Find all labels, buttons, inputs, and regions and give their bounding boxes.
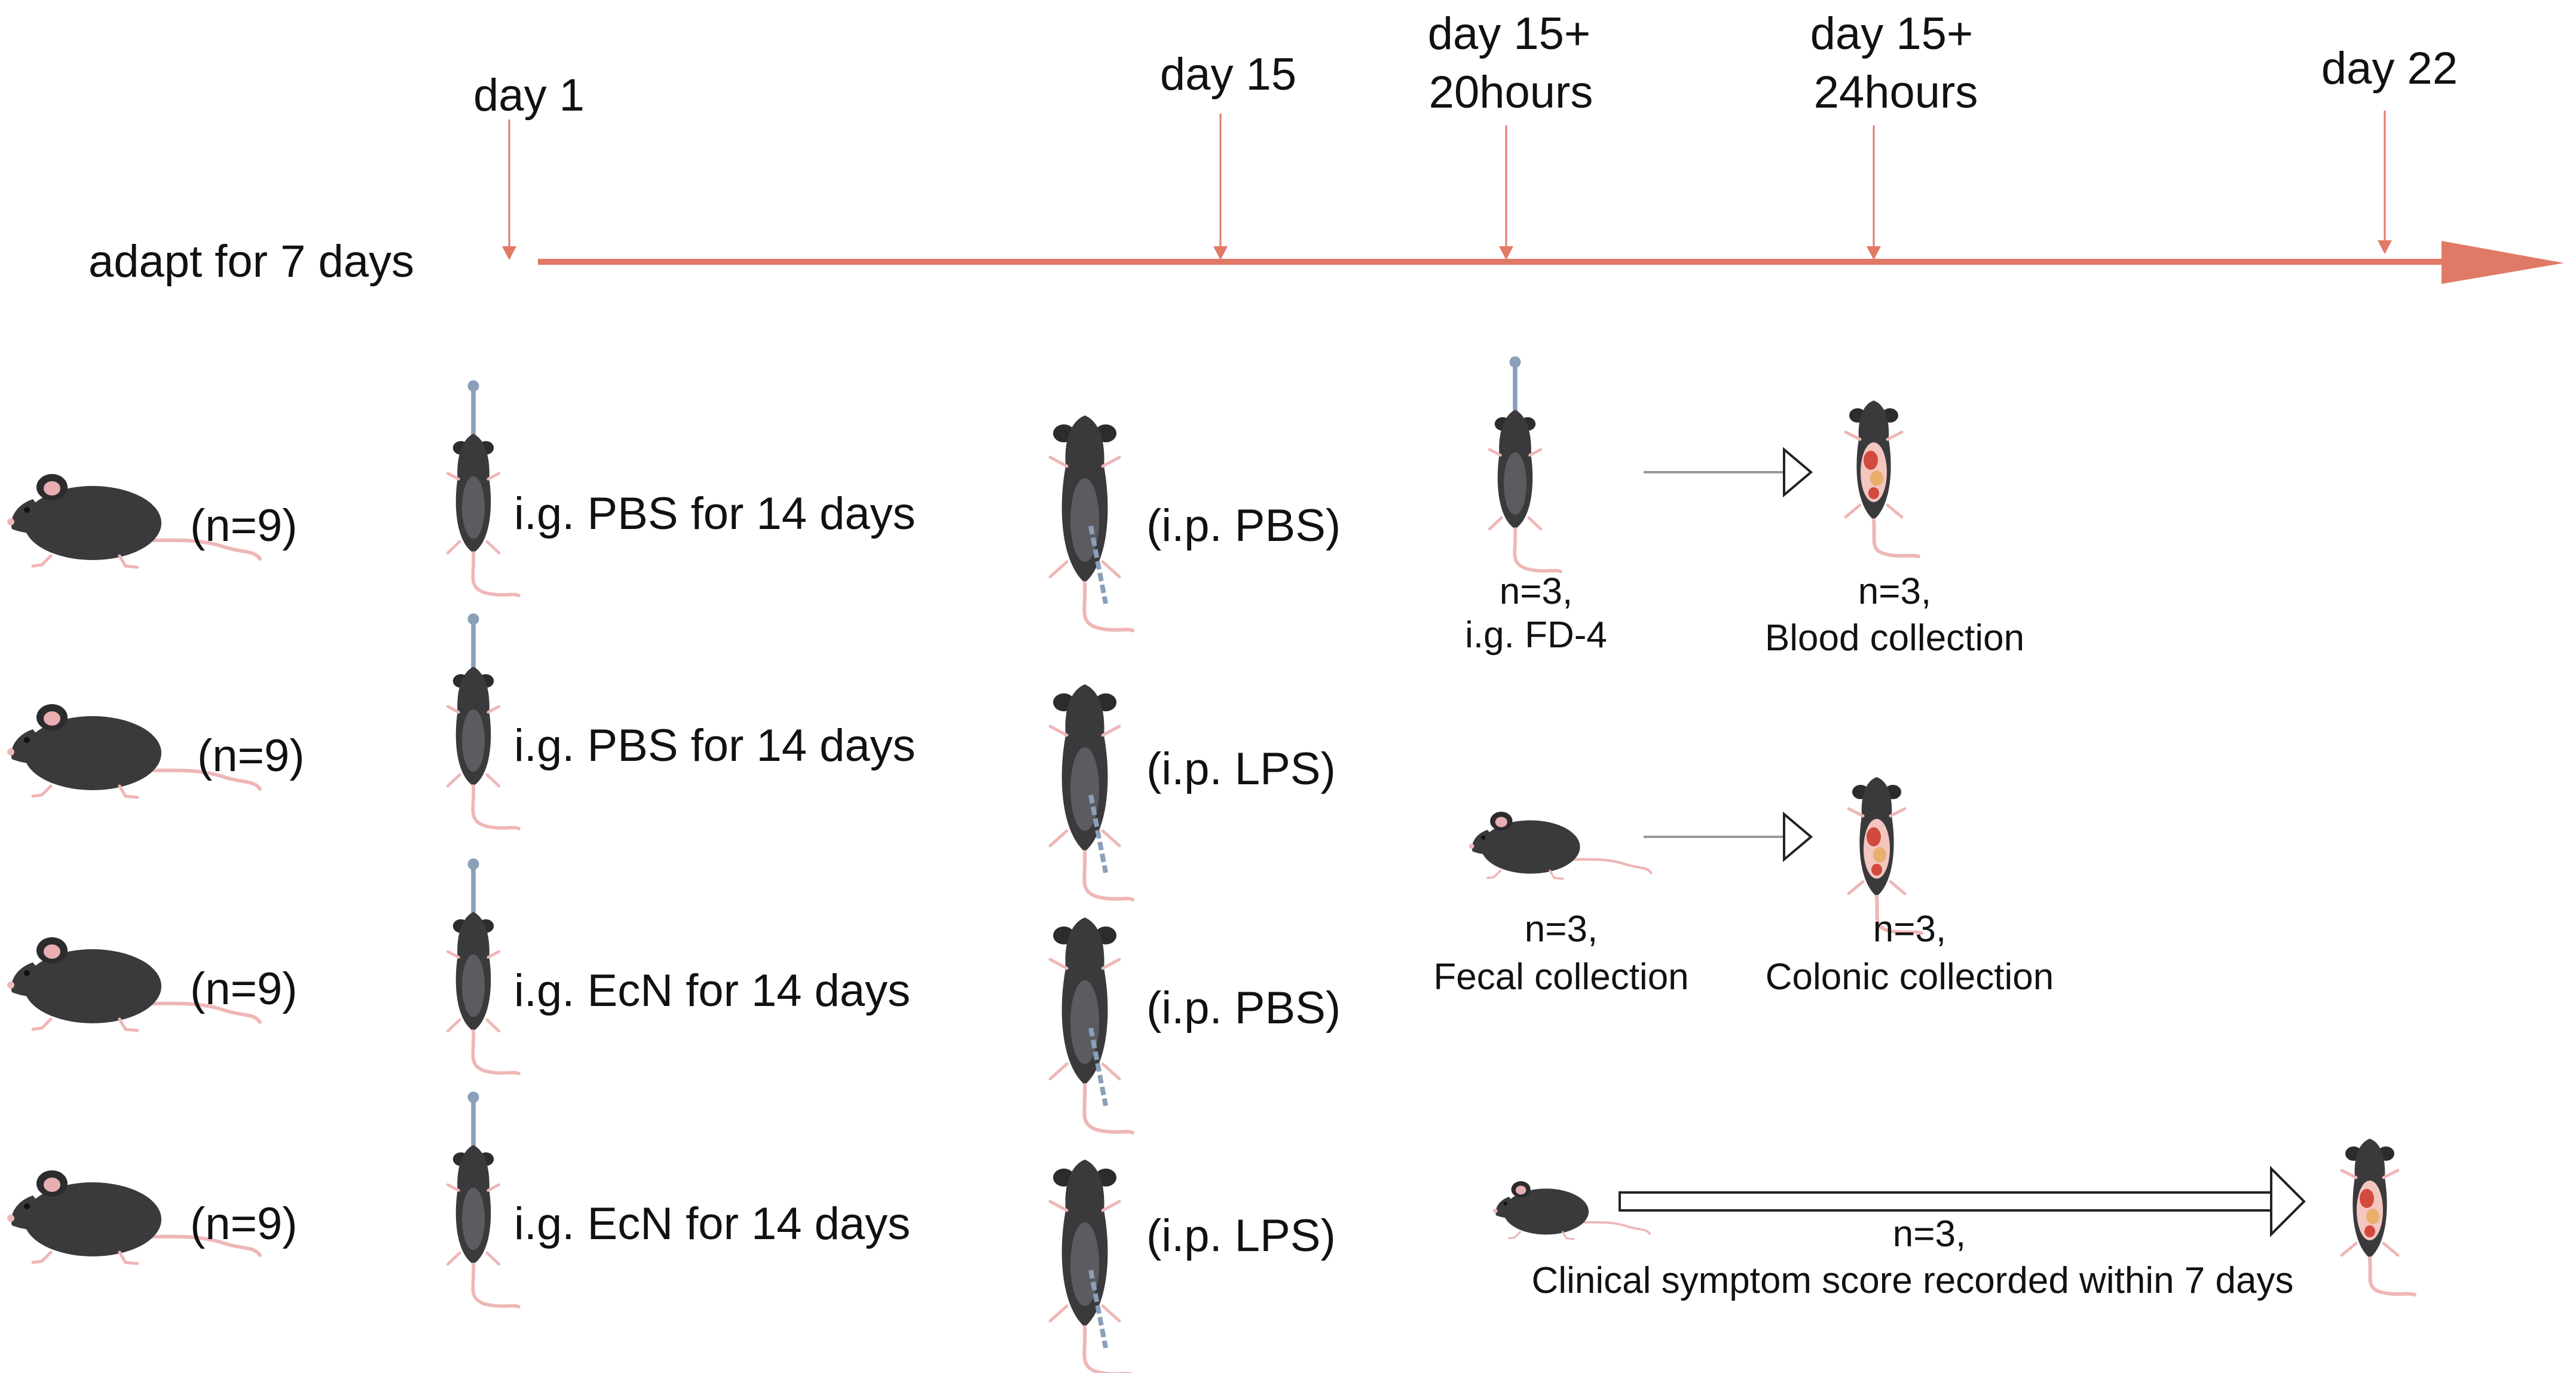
mouse-injection-icon: [1050, 684, 1133, 900]
group-n-label: (n=9): [190, 964, 298, 1014]
fecal-n: n=3,: [1525, 909, 1598, 950]
marker-label: 20hours: [1429, 67, 1593, 118]
adapt-label: adapt for 7 days: [88, 236, 414, 287]
marker-label: day 15+: [1428, 8, 1591, 59]
marker-label: day 15+: [1810, 8, 1974, 59]
gavage-label: i.g. EcN for 14 days: [514, 965, 910, 1016]
blood-n: n=3,: [1858, 571, 1931, 612]
followup-fecal-colonic: n=3, Fecal collection n=3, Colonic colle…: [1433, 777, 2054, 998]
timeline-arrowhead: [2442, 241, 2564, 284]
mouse-dissected-icon: [1846, 400, 1919, 556]
blood-label: Blood collection: [1765, 617, 2024, 659]
mouse-injection-icon: [1050, 1160, 1133, 1373]
mouse-gavage-icon: [448, 858, 519, 1074]
colonic-label: Colonic collection: [1766, 956, 2054, 998]
clinical-arrow-head: [2270, 1166, 2306, 1237]
group-row-1: (n=9) i.g. PBS for 14 days (i.p. PBS): [7, 380, 1341, 631]
injection-label: (i.p. LPS): [1146, 744, 1336, 794]
group-n-label: (n=9): [190, 500, 298, 551]
gavage-label: i.g. PBS for 14 days: [514, 488, 916, 539]
fecal-label: Fecal collection: [1433, 956, 1688, 998]
marker-label: day 15: [1160, 49, 1296, 100]
marker-label: day 1: [473, 70, 585, 121]
mouse-gavage-icon: [448, 613, 519, 828]
timeline-marker-day1: day 1: [473, 70, 585, 260]
mouse-injection-icon: [1050, 415, 1133, 631]
fd4-n: n=3,: [1500, 571, 1572, 612]
flow-arrow-head: [1783, 811, 1813, 863]
followup-fd4-blood: n=3, i.g. FD-4 n=3, Blood collection: [1465, 356, 2024, 659]
group-n-label: (n=9): [190, 1198, 298, 1249]
timeline-marker-day22: day 22: [2321, 43, 2458, 254]
gavage-label: i.g. EcN for 14 days: [514, 1198, 910, 1249]
clinical-arrow-shaft: [1619, 1191, 2275, 1212]
group-row-3: (n=9) i.g. EcN for 14 days (i.p. PBS): [7, 858, 1341, 1133]
timeline-marker-24h: day 15+ 24hours: [1810, 8, 1978, 260]
group-n-label: (n=9): [197, 730, 305, 781]
marker-label: day 22: [2321, 43, 2458, 94]
flow-arrow-head: [1783, 447, 1813, 498]
injection-label: (i.p. PBS): [1146, 983, 1341, 1033]
timeline-marker-20h: day 15+ 20hours: [1428, 8, 1593, 260]
marker-label: 24hours: [1814, 67, 1978, 118]
timeline-marker-day15: day 15: [1160, 49, 1296, 260]
clinical-n: n=3,: [1893, 1213, 1966, 1255]
followup-clinical: n=3, Clinical symptom score recorded wit…: [1492, 1139, 2415, 1301]
mouse-injection-icon: [1050, 918, 1133, 1133]
colonic-n: n=3,: [1873, 909, 1946, 950]
mouse-gavage-icon: [448, 1091, 519, 1307]
group-row-2: (n=9) i.g. PBS for 14 days (i.p. LPS): [7, 613, 1336, 900]
mouse-gavage-icon: [1489, 356, 1561, 571]
fd4-label: i.g. FD-4: [1465, 614, 1607, 656]
group-row-4: (n=9) i.g. EcN for 14 days (i.p. LPS): [7, 1091, 1336, 1373]
mouse-gavage-icon: [448, 380, 519, 595]
gavage-label: i.g. PBS for 14 days: [514, 720, 916, 771]
injection-label: (i.p. PBS): [1146, 500, 1341, 551]
clinical-label: Clinical symptom score recorded within 7…: [1532, 1260, 2294, 1301]
mouse-side-icon: [1469, 812, 1651, 879]
injection-label: (i.p. LPS): [1146, 1210, 1336, 1261]
mouse-dissected-icon: [2342, 1139, 2415, 1295]
